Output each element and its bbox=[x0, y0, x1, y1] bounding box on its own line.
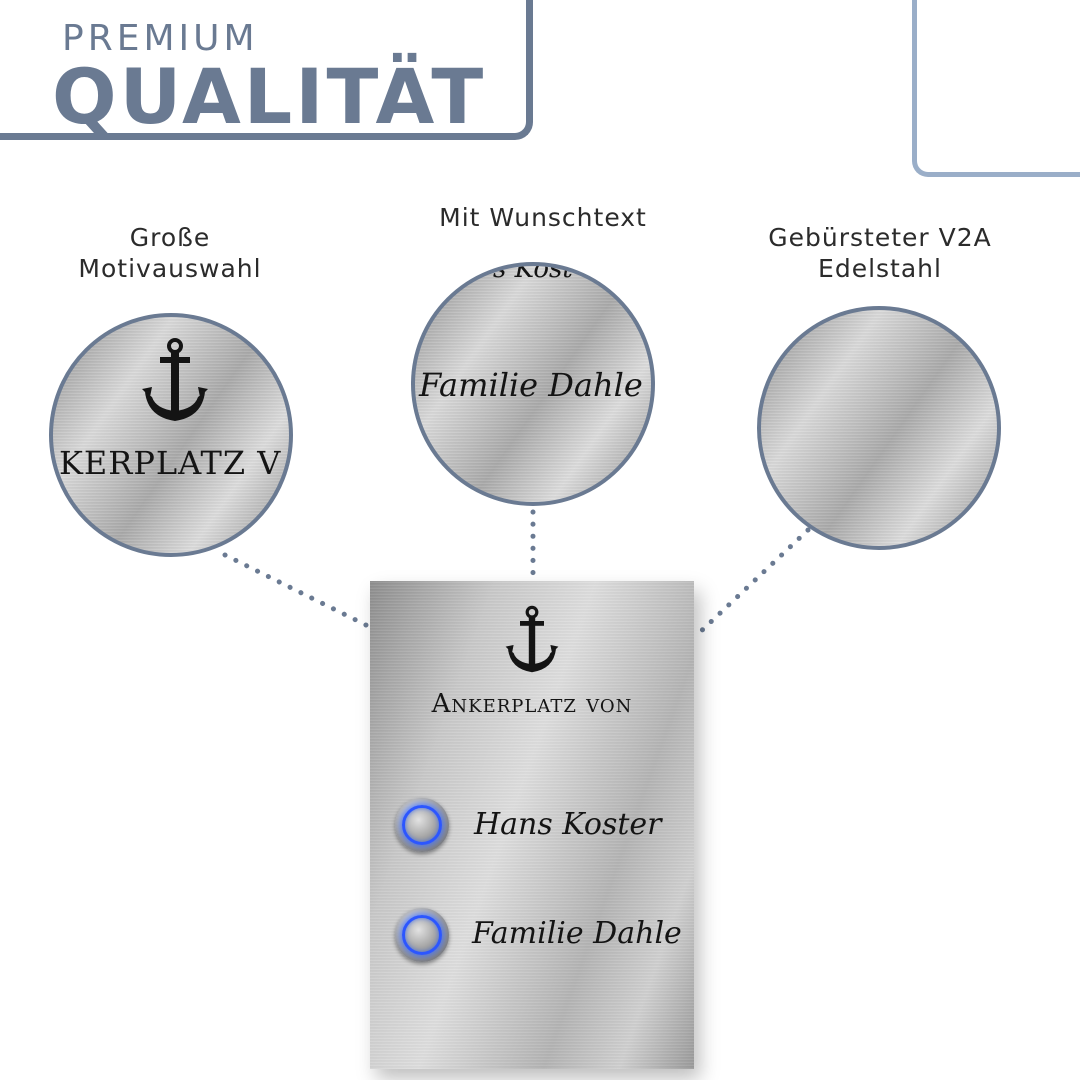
anchor-icon bbox=[505, 605, 559, 673]
caption-motif-line2: Motivauswahl bbox=[78, 254, 262, 283]
doorbell-button-icon[interactable] bbox=[395, 798, 449, 852]
caption-motif: Große Motivauswahl bbox=[40, 222, 300, 284]
plate-name-2: Familie Dahle bbox=[472, 916, 682, 951]
caption-steel-line1: Gebürsteter V2A bbox=[768, 223, 992, 252]
caption-motif-line1: Große bbox=[129, 223, 211, 252]
doorbell-plate: Ankerplatz von Hans Koster Familie Dahle bbox=[370, 581, 694, 1069]
connector-right bbox=[695, 527, 811, 637]
caption-custom-text-line1: Mit Wunschtext bbox=[439, 203, 647, 232]
corner-frame bbox=[912, 0, 1080, 177]
caption-steel-line2: Edelstahl bbox=[818, 254, 942, 283]
quality-title: QUALITÄT bbox=[52, 52, 487, 141]
custom-text-sample: Familie Dahle bbox=[419, 366, 643, 404]
led-ring bbox=[402, 805, 442, 845]
plate-heading: Ankerplatz von bbox=[431, 689, 633, 719]
caption-steel: Gebürsteter V2A Edelstahl bbox=[740, 222, 1020, 284]
doorbell-button-icon[interactable] bbox=[395, 908, 449, 962]
premium-label: PREMIUM bbox=[62, 18, 259, 59]
motif-sample-text: KERPLATZ V bbox=[59, 444, 282, 482]
custom-text-circle: s Kost Familie Dahle bbox=[411, 262, 655, 506]
connector-left bbox=[222, 552, 371, 629]
steel-circle bbox=[757, 306, 1001, 550]
header-frame bbox=[0, 0, 533, 140]
motif-circle: KERPLATZ V bbox=[49, 313, 293, 557]
led-ring bbox=[402, 915, 442, 955]
anchor-icon bbox=[142, 338, 208, 421]
plate-name-1: Hans Koster bbox=[474, 807, 662, 842]
custom-text-sample-top: s Kost bbox=[493, 262, 573, 284]
caption-custom-text: Mit Wunschtext bbox=[393, 202, 693, 233]
